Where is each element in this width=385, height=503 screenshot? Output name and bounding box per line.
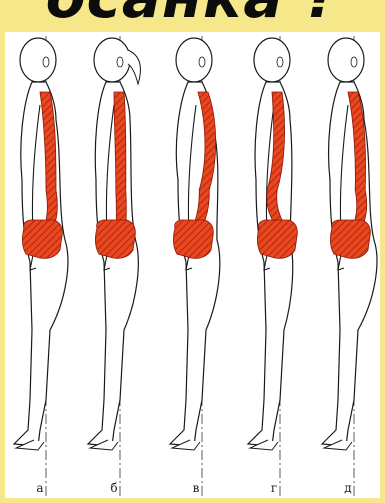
head-outline bbox=[20, 38, 56, 82]
pelvis-highlight bbox=[330, 220, 370, 258]
head-outline bbox=[254, 38, 290, 82]
figure-label: б bbox=[110, 481, 117, 495]
head-outline bbox=[176, 38, 212, 82]
figure-label: в bbox=[193, 481, 200, 495]
figure-scoliosis: д bbox=[322, 36, 377, 498]
figure-round-back: в bbox=[170, 36, 220, 498]
figure-flat-back: б bbox=[88, 36, 140, 498]
pelvis-highlight bbox=[173, 220, 213, 258]
body-outline bbox=[88, 82, 138, 446]
pelvis-highlight bbox=[95, 220, 135, 258]
figure-label: а bbox=[36, 481, 43, 495]
head-outline bbox=[328, 38, 364, 82]
pelvis-highlight bbox=[257, 220, 297, 258]
ponytail-outline bbox=[128, 50, 140, 84]
figure-label: г bbox=[271, 481, 277, 495]
body-outline bbox=[14, 82, 68, 446]
head-outline bbox=[94, 38, 130, 82]
body-outline bbox=[322, 82, 377, 446]
figure-label: д bbox=[344, 481, 351, 495]
figures-group: а б в г д bbox=[14, 36, 377, 498]
figure-normal: а bbox=[14, 36, 68, 498]
figure-swayback: г bbox=[248, 36, 297, 498]
pelvis-highlight bbox=[22, 220, 62, 258]
